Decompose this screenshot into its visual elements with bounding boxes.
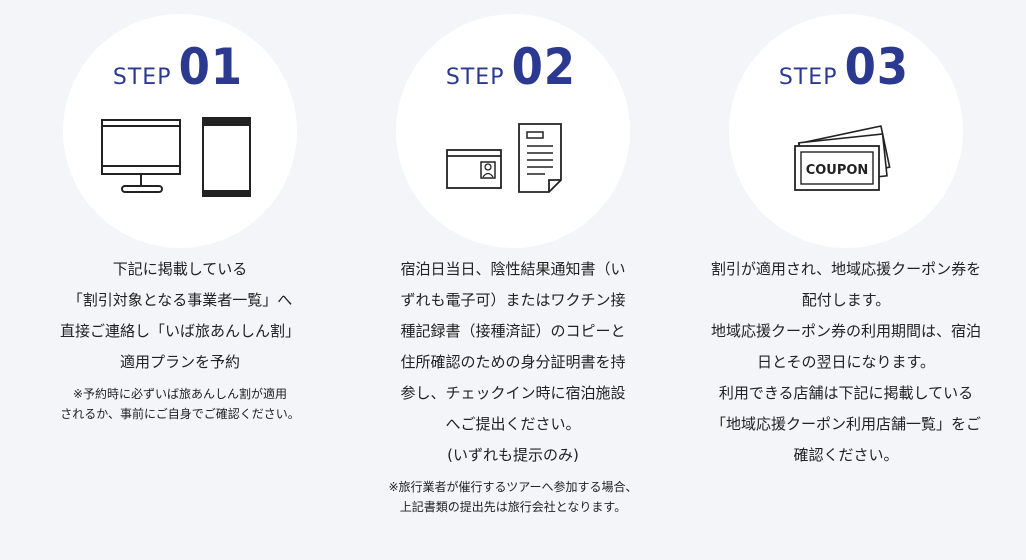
description-line: 種記録書（接種済証）のコピーと [400, 322, 626, 340]
note-line: されるか、事前にご自身でご確認ください。 [60, 407, 300, 421]
computer-and-phone-icon [15, 104, 345, 204]
note-line: ※予約時に必ずいば旅あんしん割が適用 [72, 387, 288, 401]
step-label: STEP [445, 65, 505, 90]
note-line: ※旅行業者が催行するツアーへ参加する場合、 [388, 480, 638, 494]
description-line: 住所確認のための身分証明書を持 [400, 353, 626, 371]
step-description: 割引が適用され、地域応援クーポン券を 配付します。 地域応援クーポン券の利用期間… [681, 254, 1011, 471]
description-line: 確認ください。 [793, 446, 899, 464]
description-line: 利用できる店舗は下記に掲載している [718, 384, 974, 402]
step-heading: STEP 01 [15, 38, 345, 96]
description-line: 適用プランを予約 [119, 353, 240, 371]
note-line: 上記書類の提出先は旅行会社となります。 [399, 500, 627, 514]
step-number: 02 [512, 38, 577, 96]
step-01: STEP 01 下記に掲載している 「割引対象となる事業者一覧」へ 直接ご連絡し「… [15, 0, 345, 560]
step-circle [729, 14, 963, 248]
step-heading: STEP 02 [348, 38, 678, 96]
coupon-label: COUPON [806, 163, 869, 178]
coupon-icon: COUPON [681, 104, 1011, 204]
description-line: へご提出ください。 [445, 415, 581, 433]
description-line: 参し、チェックイン時に宿泊施設 [400, 384, 626, 402]
description-line: 配付します。 [801, 291, 891, 309]
id-card-and-document-icon [348, 104, 678, 204]
description-line: ずれも電子可）またはワクチン接 [400, 291, 626, 309]
step-number: 03 [845, 38, 910, 96]
step-circle [396, 14, 630, 248]
step-note: ※旅行業者が催行するツアーへ参加する場合、 上記書類の提出先は旅行会社となります… [348, 477, 678, 517]
description-line: 割引が適用され、地域応援クーポン券を [710, 260, 982, 278]
description-line: 「割引対象となる事業者一覧」へ [67, 291, 293, 309]
description-line: 下記に掲載している [112, 260, 248, 278]
step-03: STEP 03 COUPON 割引が適用され、地域応援クーポン券を 配付します。 … [681, 0, 1011, 560]
description-line: (いずれも提示のみ) [447, 446, 579, 464]
description-line: 「地域応援クーポン利用店舗一覧」をご [710, 415, 981, 433]
description-line: 日とその翌日になります。 [756, 353, 936, 371]
step-label: STEP [112, 65, 172, 90]
step-note: ※予約時に必ずいば旅あんしん割が適用 されるか、事前にご自身でご確認ください。 [15, 384, 345, 424]
description-line: 直接ご連絡し「いば旅あんしん割」 [59, 322, 300, 340]
step-heading: STEP 03 [681, 38, 1011, 96]
step-description: 宿泊日当日、陰性結果通知書（い ずれも電子可）またはワクチン接 種記録書（接種済… [348, 254, 678, 517]
step-02: STEP 02 宿泊日当日、陰性結果通知書（い ずれも電子可）またはワクチン接 種… [348, 0, 678, 560]
description-line: 宿泊日当日、陰性結果通知書（い [400, 260, 626, 278]
description-line: 地域応援クーポン券の利用期間は、宿泊 [710, 322, 981, 340]
step-label: STEP [778, 65, 838, 90]
step-number: 01 [179, 38, 244, 96]
step-description: 下記に掲載している 「割引対象となる事業者一覧」へ 直接ご連絡し「いば旅あんしん… [15, 254, 345, 424]
